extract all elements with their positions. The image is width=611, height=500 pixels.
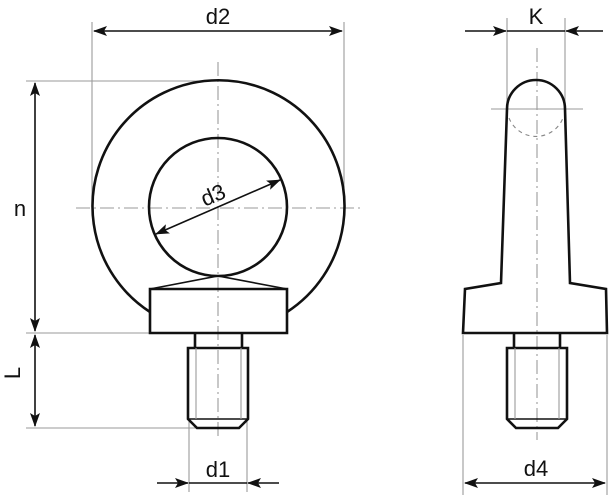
label-d4: d4 <box>524 456 548 481</box>
label-n: n <box>14 196 26 221</box>
dimension-L: L <box>0 334 40 427</box>
side-bolt-neck <box>512 333 562 348</box>
label-K: K <box>529 4 544 29</box>
label-d2: d2 <box>206 4 230 29</box>
side-extension-lines <box>462 18 608 495</box>
dimension-d2: d2 <box>93 4 343 36</box>
side-view: K d4 <box>461 4 609 495</box>
bolt-neck <box>193 333 244 348</box>
label-d3: d3 <box>197 179 229 212</box>
side-shank <box>461 78 609 335</box>
dimension-d1: d1 <box>157 457 279 488</box>
front-extension-lines <box>26 22 345 492</box>
front-center-lines <box>76 62 362 440</box>
dimension-n: n <box>14 82 40 332</box>
label-d1: d1 <box>206 457 230 482</box>
dimension-d4: d4 <box>464 456 606 488</box>
dimension-K: K <box>465 4 603 36</box>
label-L: L <box>0 367 25 379</box>
front-view: d2 d3 n L d1 <box>0 4 362 492</box>
collar <box>148 287 289 335</box>
collar-taper <box>149 275 288 290</box>
hidden-ring-arc <box>508 117 564 137</box>
outer-ring <box>91 78 346 314</box>
